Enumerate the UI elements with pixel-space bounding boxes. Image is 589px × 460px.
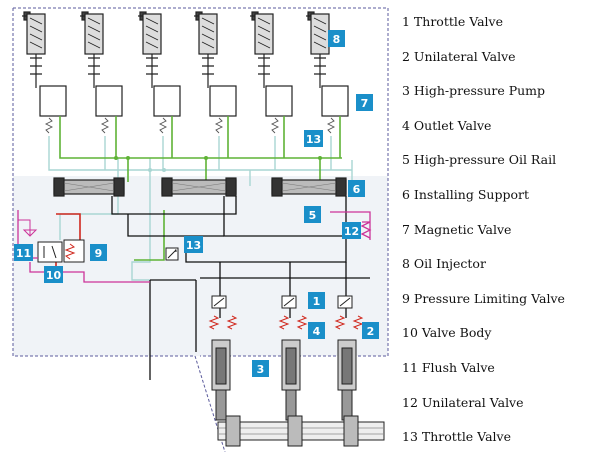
pump	[278, 295, 308, 421]
callout-badge-10: 10	[44, 266, 63, 283]
svg-text:4: 4	[313, 325, 321, 338]
dashed-pump-connector	[194, 355, 226, 452]
valve-springs	[44, 117, 336, 134]
component-legend: 1 Throttle Valve 2 Unilateral Valve 3 Hi…	[402, 10, 589, 460]
camshaft	[217, 415, 385, 447]
callout-badge-8: 8	[328, 30, 345, 47]
callout-badge-2: 2	[362, 322, 379, 339]
rail-end	[161, 177, 173, 197]
magnetic-valves	[39, 85, 349, 117]
svg-text:2: 2	[367, 325, 375, 338]
svg-text:10: 10	[46, 269, 62, 282]
callout-badge-4: 4	[308, 322, 325, 339]
oil-injector	[306, 11, 330, 88]
callout-badge-3: 3	[252, 360, 269, 377]
magnetic-valve-box	[265, 85, 293, 117]
svg-text:7: 7	[361, 97, 369, 110]
rail-end	[335, 177, 347, 197]
pump	[208, 295, 238, 421]
callout-badge-13-upper: 13	[304, 130, 323, 147]
oil-injector	[194, 11, 218, 88]
line-junctions	[114, 156, 322, 172]
black-pipes	[111, 196, 370, 380]
legend-item: 4 Outlet Valve	[402, 117, 492, 133]
fuel-system-schematic: 8 7 13 6 5 12 9 11 10 13 1 4 2 3	[12, 7, 389, 452]
high-pressure-lines	[59, 116, 342, 261]
magnetic-valve-box	[153, 85, 181, 117]
callout-badge-11: 11	[14, 244, 33, 261]
svg-text:5: 5	[309, 209, 317, 222]
high-pressure-pumps	[208, 295, 364, 421]
callout-badge-1: 1	[308, 292, 325, 309]
callout-badge-13-lower: 13	[184, 236, 203, 253]
pressure-limiting-valve	[55, 213, 85, 270]
oil-injector	[22, 11, 46, 88]
svg-text:11: 11	[16, 247, 31, 260]
magnetic-valve-box	[209, 85, 237, 117]
legend-item: 9 Pressure Limiting Valve	[402, 290, 565, 306]
legend-item: 2 Unilateral Valve	[402, 48, 516, 64]
callout-badges: 8 7 13 6 5 12 9 11 10 13 1 4 2 3	[14, 30, 379, 377]
rail-end	[53, 177, 65, 197]
legend-item: 3 High-pressure Pump	[402, 83, 546, 99]
callout-badge-9: 9	[90, 244, 107, 261]
legend-item: 7 Magnetic Valve	[402, 221, 512, 237]
rail-end	[113, 177, 125, 197]
svg-text:3: 3	[257, 363, 265, 376]
svg-text:6: 6	[353, 183, 361, 196]
callout-badge-12: 12	[342, 222, 361, 239]
legend-item: 10 Valve Body	[402, 325, 492, 341]
oil-injector	[250, 11, 274, 88]
magnetic-valve-box	[95, 85, 123, 117]
rail-end	[271, 177, 283, 197]
lower-panel-background	[13, 176, 388, 356]
legend-item: 11 Flush Valve	[402, 359, 495, 375]
legend-item: 12 Unilateral Valve	[402, 394, 524, 410]
legend-item: 6 Installing Support	[402, 186, 529, 202]
oil-injector	[138, 11, 162, 88]
pump	[334, 295, 364, 421]
svg-text:1: 1	[313, 295, 321, 308]
rail-end	[225, 177, 237, 197]
flush-valve	[18, 219, 63, 263]
oil-injectors	[22, 11, 330, 88]
oil-injector	[80, 11, 104, 88]
callout-badge-5: 5	[304, 206, 321, 223]
magnetic-valve-box	[39, 85, 67, 117]
svg-text:13: 13	[186, 239, 201, 252]
legend-item: 13 Throttle Valve	[402, 429, 511, 445]
legend-item: 1 Throttle Valve	[402, 14, 504, 29]
svg-text:12: 12	[344, 225, 359, 238]
svg-text:8: 8	[333, 33, 341, 46]
callout-badge-6: 6	[348, 180, 365, 197]
svg-text:9: 9	[95, 247, 103, 260]
callout-badge-7: 7	[356, 94, 373, 111]
svg-text:13: 13	[306, 133, 321, 146]
oil-rail	[53, 177, 347, 197]
legend-item: 8 Oil Injector	[402, 256, 486, 272]
legend-item: 5 High-pressure Oil Rail	[402, 152, 557, 168]
magnetic-valve-box	[321, 85, 349, 117]
throttle-valve-symbol	[165, 247, 179, 261]
